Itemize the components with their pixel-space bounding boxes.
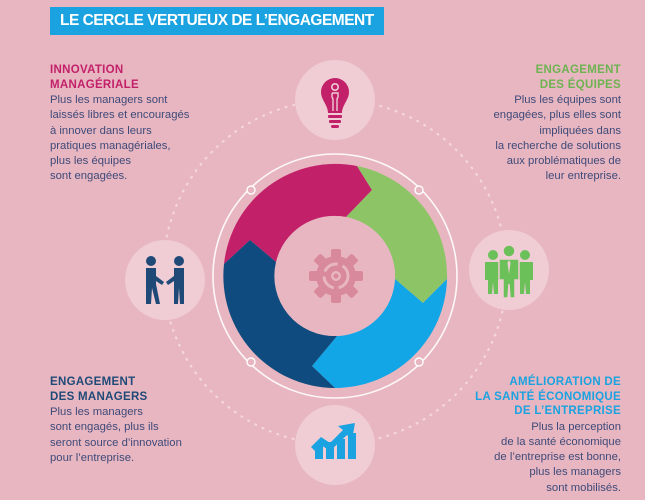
segment-managers-navy [223, 240, 337, 388]
segment-sante-cyan [312, 279, 447, 388]
heading-line: DES ÉQUIPES [539, 78, 621, 91]
segment-equipes-green [346, 166, 448, 303]
block-heading: INNOVATION MANAGÉRIALE [50, 63, 250, 92]
block-heading: ENGAGEMENT DES MANAGERS [50, 375, 250, 404]
block-body: Plus les équipes sont engagées, plus ell… [493, 94, 622, 183]
heading-line: AMÉLIORATION DE [509, 376, 621, 388]
node-bottom[interactable] [295, 405, 375, 485]
block-engagement-equipes: ENGAGEMENT DES ÉQUIPES Plus les équipes … [411, 63, 622, 185]
block-sante-economique: AMÉLIORATION DE LA SANTÉ ÉCONOMIQUE DE L… [391, 375, 621, 496]
heading-line: DE L’ENTREPRISE [514, 405, 621, 417]
heading-line: ENGAGEMENT [50, 376, 136, 388]
ring-outline-nodes [246, 185, 424, 367]
ring-outline [212, 153, 458, 399]
heading-line: MANAGÉRIALE [50, 78, 139, 91]
segment-innovation-magenta [224, 163, 372, 264]
block-engagement-managers: ENGAGEMENT DES MANAGERS Plus les manager… [50, 375, 250, 466]
node-left[interactable] [125, 240, 205, 320]
handshake-icon [146, 256, 184, 304]
heading-line: DES MANAGERS [50, 390, 148, 403]
heading-line: ENGAGEMENT [535, 64, 621, 76]
block-body: Plus la perception de la santé économiqu… [494, 420, 621, 494]
heading-line: LA SANTÉ ÉCONOMIQUE [475, 390, 621, 403]
block-body: Plus les managers sont laissés libres et… [50, 94, 190, 183]
block-heading: AMÉLIORATION DE LA SANTÉ ÉCONOMIQUE DE L… [391, 375, 621, 419]
node-top[interactable] [295, 60, 375, 140]
heading-line: INNOVATION [50, 64, 124, 76]
node-right[interactable] [469, 230, 549, 310]
team-icon [485, 244, 533, 299]
gear-icon [309, 249, 363, 303]
page-title: LE CERCLE VERTUEUX DE L’ENGAGEMENT [50, 7, 384, 35]
growth-chart-icon [311, 423, 356, 459]
block-heading: ENGAGEMENT DES ÉQUIPES [411, 63, 621, 92]
block-body: Plus les managers sont engagés, plus ils… [50, 406, 182, 464]
block-innovation-manageriale: INNOVATION MANAGÉRIALE Plus les managers… [50, 63, 250, 185]
lightbulb-icon [321, 78, 349, 128]
